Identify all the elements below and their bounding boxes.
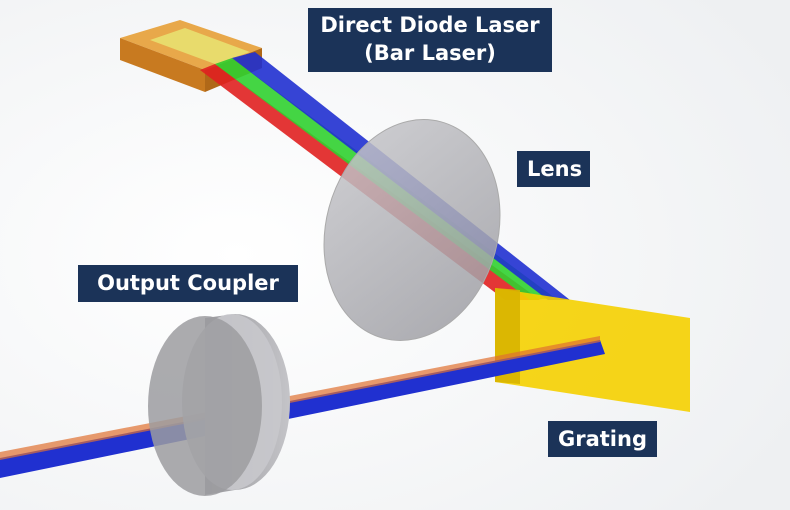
label-lens: Lens [517, 151, 590, 187]
label-grating: Grating [548, 421, 657, 457]
label-laser-line1: Direct Diode Laser [320, 13, 540, 37]
beam-output [0, 340, 605, 478]
output-coupler [148, 314, 290, 496]
lens [323, 119, 501, 341]
label-output-coupler: Output Coupler [78, 265, 298, 302]
label-laser-line2: (Bar Laser) [364, 41, 496, 65]
label-direct-diode-laser: Direct Diode Laser (Bar Laser) [308, 8, 552, 72]
